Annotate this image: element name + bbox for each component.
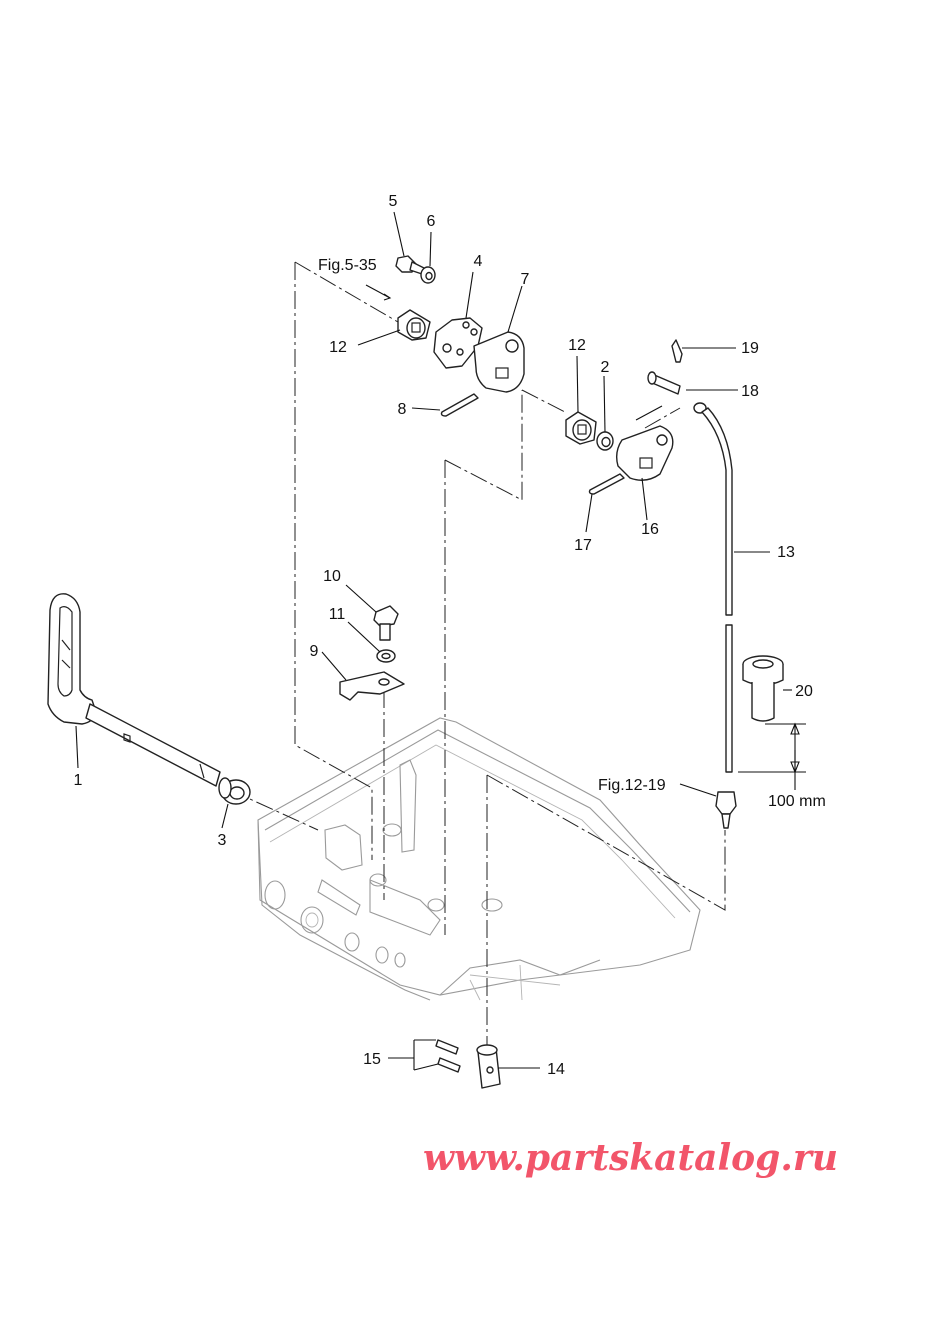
callout-2: 2	[601, 359, 610, 376]
part-9-bracket	[339, 671, 405, 701]
callout-9: 9	[310, 643, 319, 660]
part-10-bolt	[373, 605, 399, 641]
part-13-rod	[693, 402, 733, 773]
callout-19: 19	[741, 340, 759, 357]
callout-16: 16	[641, 521, 659, 538]
part-14-collar	[476, 1044, 501, 1089]
callout-3: 3	[218, 832, 227, 849]
part-4-plate	[433, 317, 483, 369]
part-11-washer	[376, 649, 396, 663]
part-20-cap	[742, 655, 784, 722]
reference-fig-5-35: Fig.5-35	[318, 257, 377, 274]
part-17-cotter-pin	[588, 473, 625, 495]
part-1-shift-lever	[47, 593, 221, 787]
part-15-pins	[435, 1039, 461, 1073]
callout-6: 6	[427, 213, 436, 230]
part-6-washer	[420, 266, 436, 284]
callout-14: 14	[547, 1061, 565, 1078]
part-3-oil-seal	[218, 777, 251, 805]
dimension-label: 100 mm	[768, 793, 826, 810]
part-5-bolt	[395, 255, 425, 275]
callout-15: 15	[363, 1051, 381, 1068]
grommet	[715, 791, 737, 829]
part-12-bushing-lower	[565, 411, 597, 445]
part-19-clip	[671, 339, 683, 363]
callout-20: 20	[795, 683, 813, 700]
callout-1: 1	[74, 772, 83, 789]
assembly-lines	[229, 261, 726, 1045]
part-7-arm	[473, 331, 525, 393]
callout-17: 17	[574, 537, 592, 554]
callout-7: 7	[521, 271, 530, 288]
callout-13: 13	[777, 544, 795, 561]
part-2-washer	[596, 431, 614, 451]
watermark-url: www.partskatalog.ru	[423, 1137, 838, 1179]
callout-12-upper: 12	[329, 339, 347, 356]
lower-cowling	[257, 717, 701, 1001]
dimension-100mm	[738, 722, 806, 790]
callout-11: 11	[329, 606, 346, 623]
callout-labels: 1 2 3 4 5 6 7 8 9 10 11 12 12 13 14 15 1…	[74, 193, 813, 1078]
reference-fig-12-19: Fig.12-19	[598, 777, 666, 794]
callout-12-lower: 12	[568, 337, 586, 354]
callout-4: 4	[474, 253, 483, 270]
callout-8: 8	[398, 401, 407, 418]
part-8-cotter-pin	[440, 393, 479, 417]
part-12-bushing-upper	[397, 309, 431, 341]
leader-lines	[75, 211, 792, 1071]
part-18-pin	[647, 371, 681, 395]
callout-5: 5	[389, 193, 398, 210]
callout-18: 18	[741, 383, 759, 400]
callout-10: 10	[323, 568, 341, 585]
part-16-arm	[615, 425, 674, 481]
